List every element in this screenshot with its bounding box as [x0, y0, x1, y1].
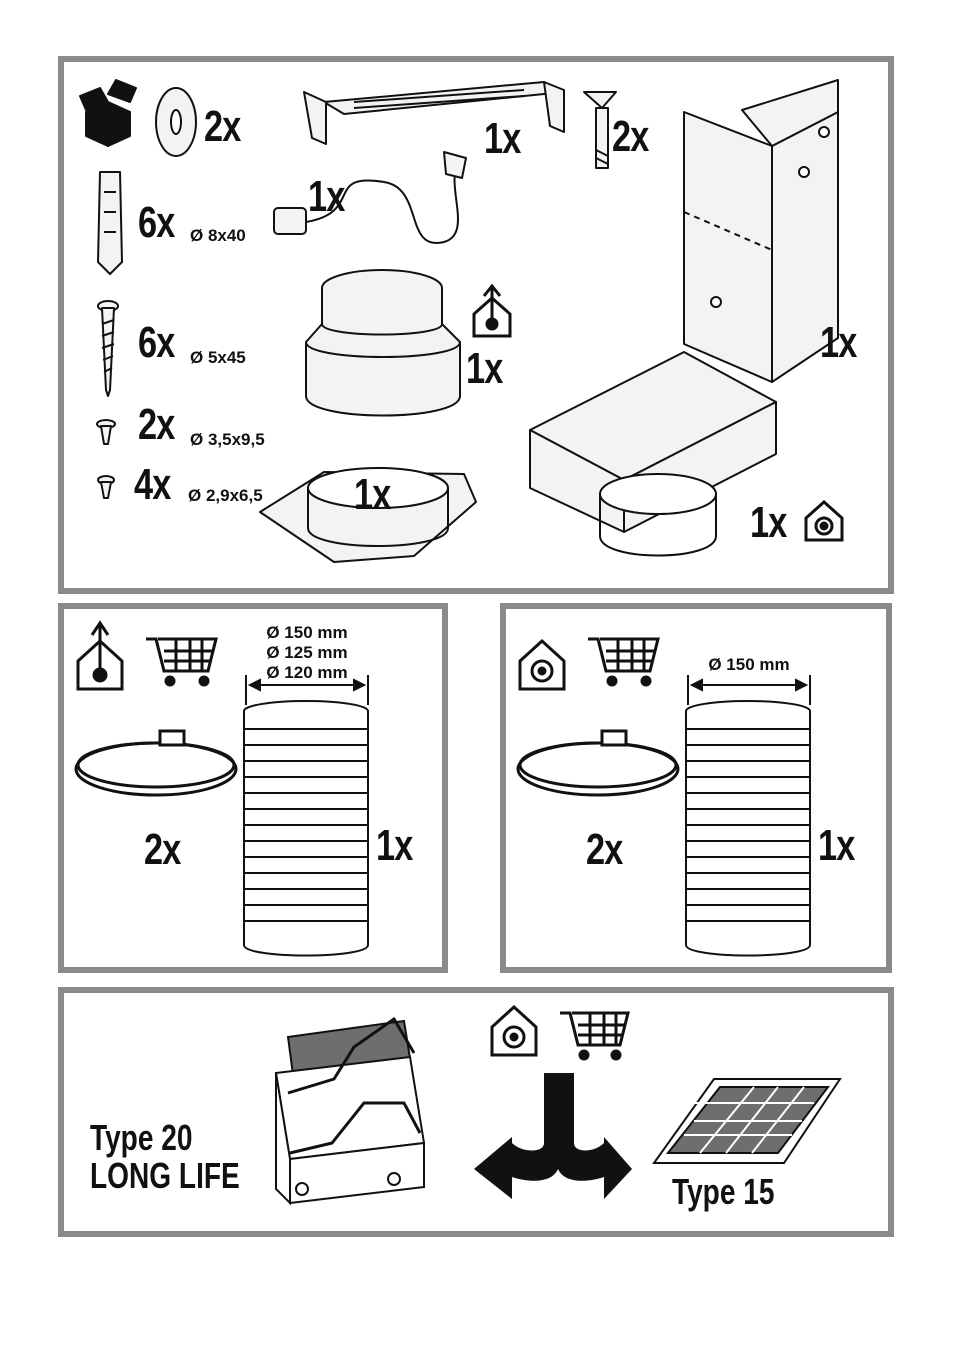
type-20-line-1: Type 20 [90, 1119, 240, 1157]
parts-panel: 2x 1x 2x 6x Ø 8x40 1x 6x Ø 5x45 2x Ø 3,5… [58, 56, 894, 594]
split-arrow-icon [474, 1073, 632, 1199]
shopping-cart-icon [588, 639, 658, 685]
hose-diameter-3: Ø 120 mm [252, 663, 362, 683]
long-screws-qty: 2x [612, 112, 649, 162]
hose-diameter-2: Ø 125 mm [252, 643, 362, 663]
screws-2-9-size: Ø 2,9x6,5 [188, 486, 263, 506]
flexible-hose [244, 701, 368, 956]
clamps-qty: 2x [144, 825, 181, 875]
power-cord-qty: 1x [308, 172, 345, 222]
clamps-qty: 2x [586, 825, 623, 875]
shopping-cart-icon [146, 639, 216, 685]
shopping-cart-icon [560, 1013, 628, 1059]
type-20-line-2: LONG LIFE [90, 1157, 240, 1195]
mounting-bracket [304, 82, 564, 144]
screws-3-5-size: Ø 3,5x9,5 [190, 430, 265, 450]
reducer-adapter [306, 270, 460, 416]
chimney-cover [684, 80, 838, 382]
collar-qty: 1x [354, 470, 391, 520]
screws-2-9-qty: 4x [134, 460, 171, 510]
flexible-hose [686, 701, 810, 956]
adapter-qty: 1x [466, 344, 503, 394]
hose-clamp [76, 731, 236, 795]
wall-plugs-size: Ø 8x40 [190, 226, 246, 246]
recirculation-accessories-panel: Ø 150 mm 2x 1x [500, 603, 892, 973]
bracket-qty: 1x [484, 114, 521, 164]
carbon-filter-type-15 [654, 1079, 840, 1163]
extraction-mode-icon [78, 623, 122, 689]
deflector-box [530, 352, 776, 556]
screw-5x45 [98, 301, 118, 396]
screws-3-5-qty: 2x [138, 400, 175, 450]
recirculation-mode-icon [492, 1007, 536, 1055]
type-15-label: Type 15 [672, 1173, 774, 1211]
hose-clamp [518, 731, 678, 795]
recirculation-mode-icon [520, 641, 564, 689]
hose-qty: 1x [818, 821, 855, 871]
hose-diameter-1: Ø 150 mm [252, 623, 362, 643]
extraction-accessories-panel: Ø 150 mm Ø 125 mm Ø 120 mm 2x 1x [58, 603, 448, 973]
hose-diameter-1: Ø 150 mm [694, 655, 804, 675]
chimney-cover-qty: 1x [820, 318, 857, 368]
washer-icon [156, 88, 196, 156]
extraction-mode-icon [474, 286, 510, 336]
hose-qty: 1x [376, 821, 413, 871]
package-icon [80, 80, 136, 146]
hose-diameters: Ø 150 mm Ø 125 mm Ø 120 mm [252, 623, 362, 683]
wall-plug [98, 172, 122, 274]
screws-5x45-size: Ø 5x45 [190, 348, 246, 368]
wall-plugs-qty: 6x [138, 198, 175, 248]
recirculation-mode-icon [806, 502, 842, 540]
filters-panel: Type 20 LONG LIFE Type 15 [58, 987, 894, 1237]
screws-5x45-qty: 6x [138, 318, 175, 368]
screw-2-9 [98, 476, 114, 498]
deflector-qty: 1x [750, 498, 787, 548]
long-life-filter [276, 1019, 424, 1203]
screw-3-5 [97, 420, 115, 444]
washers-qty: 2x [204, 102, 241, 152]
power-cord [274, 152, 466, 243]
type-20-label: Type 20 LONG LIFE [90, 1119, 240, 1195]
